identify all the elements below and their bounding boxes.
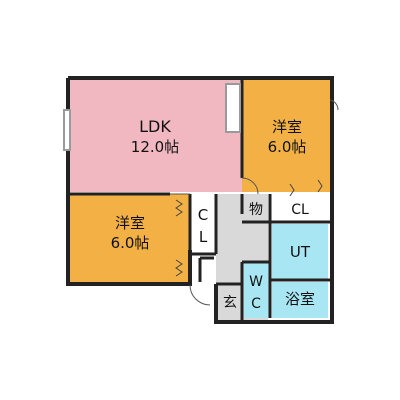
storage-room <box>244 194 268 222</box>
entrance-label: 玄 <box>223 294 237 311</box>
interior-walls <box>70 80 330 320</box>
western-room-2 <box>242 80 330 192</box>
toilet-label-bottom: C <box>251 296 261 312</box>
western-room-1 <box>70 194 190 282</box>
closet-1-label-bottom: L <box>199 228 208 246</box>
door-swings <box>170 99 339 306</box>
ldk-top-window <box>225 83 241 133</box>
ldk-size-label: 12.0帖 <box>131 138 179 156</box>
bathroom-label: 浴室 <box>285 290 315 308</box>
western-room-2-label: 洋室 <box>272 118 302 136</box>
exterior-walls <box>66 76 334 324</box>
western-room-2-size-label: 6.0帖 <box>268 138 307 156</box>
entrance-area <box>218 284 242 320</box>
toilet-room <box>244 262 270 318</box>
toilet-label-top: W <box>249 274 263 290</box>
ldk-label: LDK <box>139 117 171 136</box>
western-room-1-size-label: 6.0帖 <box>111 234 150 252</box>
western-room-1-label: 洋室 <box>115 214 145 232</box>
closet-right <box>270 194 328 222</box>
closet-left <box>190 194 216 256</box>
closet-door-markers <box>175 179 323 277</box>
bathroom-room <box>272 282 328 318</box>
ldk-room <box>70 80 242 192</box>
storage-label: 物 <box>249 202 263 218</box>
utility-label: UT <box>290 243 311 261</box>
closet-2-label: CL <box>291 202 309 218</box>
ldk-window <box>63 109 71 151</box>
utility-room <box>272 224 328 280</box>
closet-1-label-top: C <box>198 206 208 224</box>
windows <box>63 83 241 151</box>
